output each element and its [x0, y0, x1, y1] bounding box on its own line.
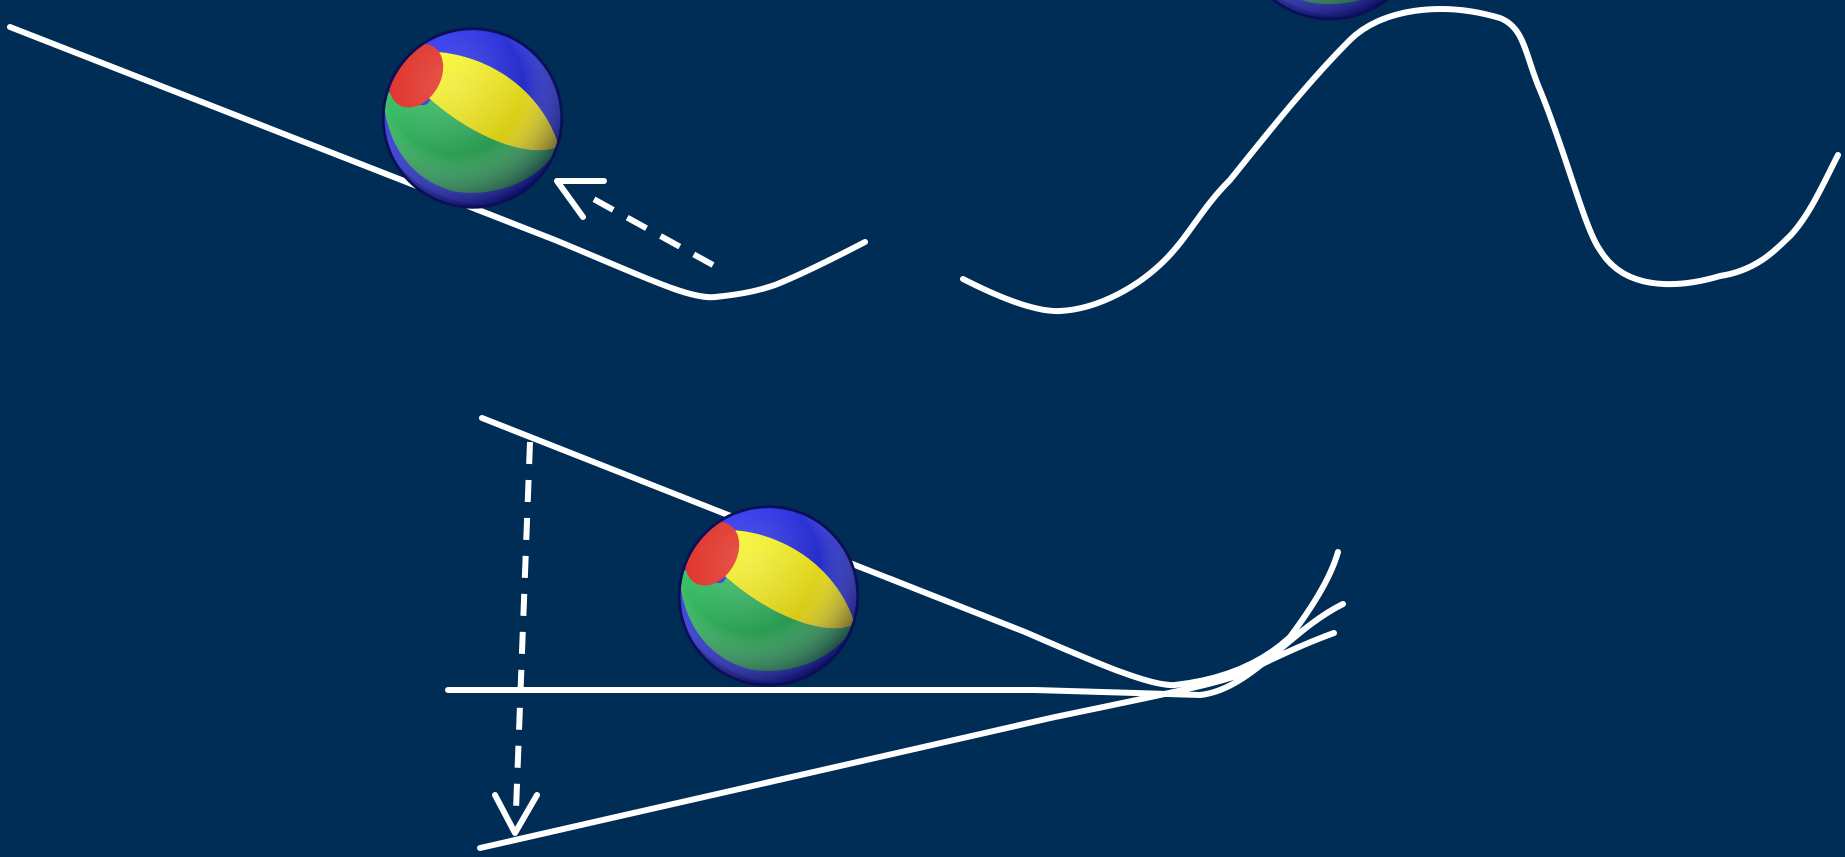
bottom-ramp-track — [479, 415, 1341, 689]
top-left-arrowhead-icon — [554, 178, 607, 220]
bottom-vertical-dashed-arrow-line — [513, 441, 533, 811]
top-left-dashed-arrow-line — [588, 194, 715, 268]
top-left-ramp-track — [7, 24, 868, 301]
beach-ball-icon — [674, 507, 862, 690]
top-right-wavy-track — [960, 6, 1841, 315]
bottom-rising-track — [477, 630, 1337, 851]
bottom-arrowhead-icon — [492, 792, 540, 836]
